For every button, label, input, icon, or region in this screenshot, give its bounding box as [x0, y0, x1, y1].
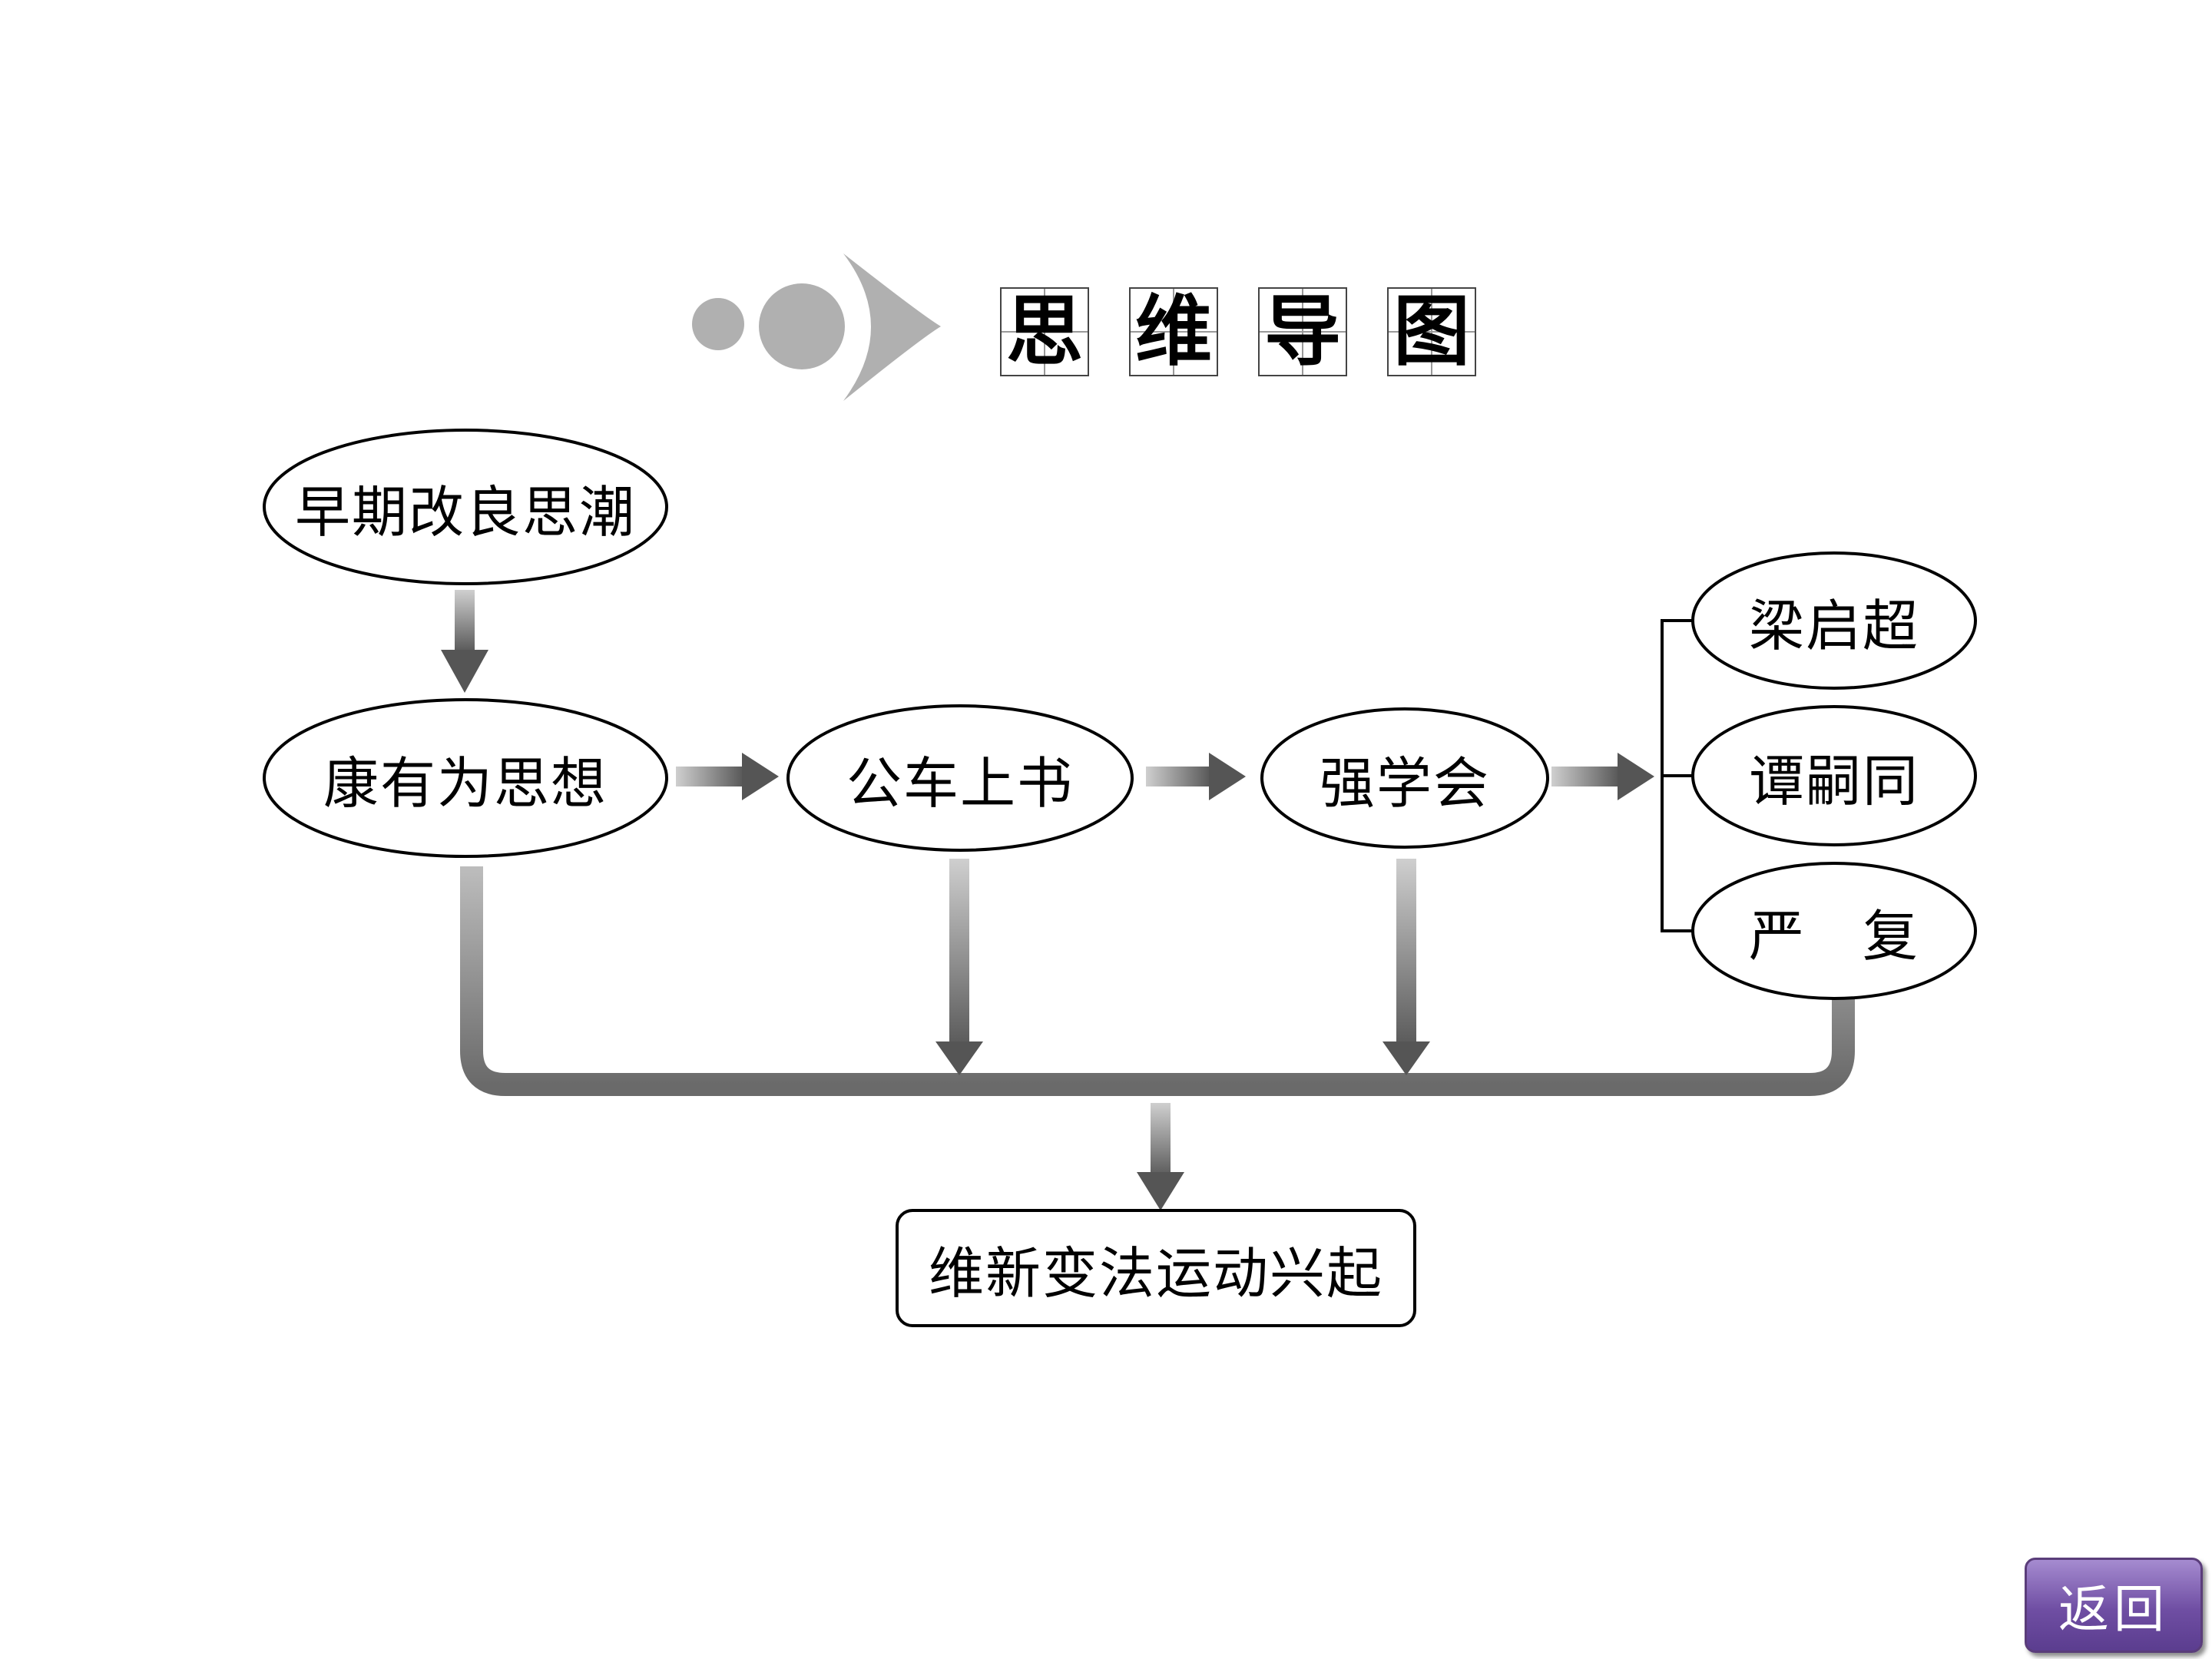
node-gongche-shape: [786, 704, 1134, 852]
back-button[interactable]: 返回: [2025, 1558, 2203, 1653]
title-char-text: 图: [1393, 286, 1470, 376]
title-char-2: 维: [1129, 287, 1218, 376]
arrow-gongche-down: [935, 859, 983, 1075]
node-qiangxuehui-shape: [1260, 707, 1549, 849]
node-label-text: 康有为思想: [323, 750, 608, 816]
arrow-to-result: [1137, 1103, 1184, 1210]
small-dot: [692, 298, 744, 350]
title-char-4: 图: [1387, 287, 1476, 376]
arrow-kang-to-gongche: [676, 753, 779, 800]
arrow-qiangxuehui-to-people: [1551, 753, 1654, 800]
node-label-text: 严 复: [1748, 903, 1919, 969]
node-label-text: 早期改良思潮: [294, 479, 636, 545]
node-label-text: 维新变法运动兴起: [928, 1240, 1383, 1306]
back-button-label: 返回: [2058, 1580, 2169, 1639]
title-char-text: 维: [1135, 286, 1212, 376]
node-result-shape: [896, 1209, 1416, 1327]
large-dot: [759, 283, 845, 369]
people-bracket: [1661, 619, 1693, 932]
node-gongche-shangshu: 公车上书: [788, 732, 1132, 824]
node-liang-qichao: 梁启超: [1693, 575, 1975, 667]
arrowhead-shape: [843, 253, 941, 401]
arrow-qiangxuehui-down: [1382, 859, 1430, 1075]
node-reform-rise: 维新变法运动兴起: [897, 1222, 1415, 1314]
node-label-text: 谭嗣同: [1748, 748, 1919, 813]
title-char-3: 导: [1258, 287, 1347, 376]
node-kang-youwei: 康有为思想: [264, 732, 667, 824]
collector-bar: [460, 866, 1855, 1096]
node-early-reform-shape: [263, 429, 668, 585]
node-label-text: 公车上书: [846, 750, 1074, 816]
node-early-reform: 早期改良思潮: [264, 461, 667, 553]
title-decoration-icon: [692, 253, 941, 401]
title-char-text: 思: [1006, 286, 1083, 376]
node-tan-sitong: 谭嗣同: [1693, 730, 1975, 822]
title-char-text: 导: [1264, 286, 1341, 376]
node-label-text: 梁启超: [1748, 593, 1919, 658]
title-char-1: 思: [1000, 287, 1089, 376]
node-label-text: 强学会: [1319, 750, 1490, 816]
node-tan-shape: [1691, 705, 1977, 846]
node-yan-shape: [1691, 862, 1977, 1000]
node-liang-shape: [1691, 551, 1977, 690]
arrow-early-to-kang: [441, 590, 488, 693]
arrow-gongche-to-qiangxuehui: [1146, 753, 1246, 800]
node-kang-youwei-shape: [263, 698, 668, 858]
node-qiangxuehui: 强学会: [1262, 732, 1548, 824]
node-yan-fu: 严 复: [1693, 885, 1975, 977]
